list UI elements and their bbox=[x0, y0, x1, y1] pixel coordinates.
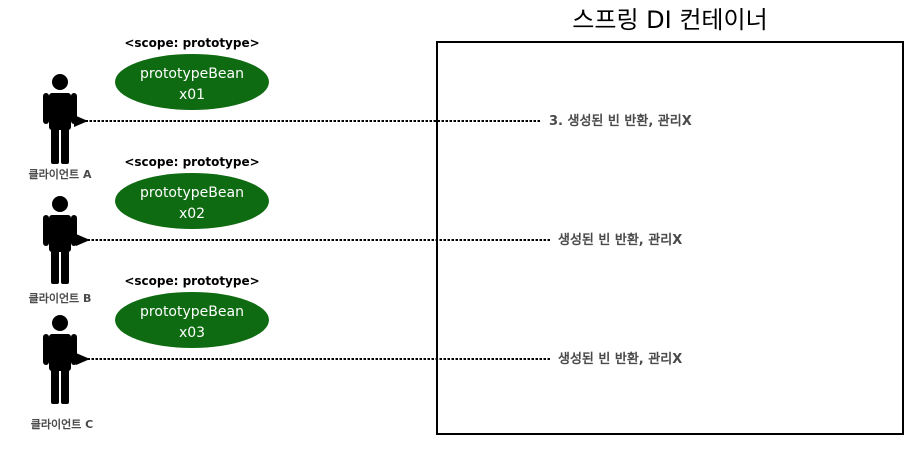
prototype-bean-x01: prototypeBean x01 bbox=[115, 54, 269, 110]
person-icon bbox=[43, 315, 77, 404]
client-row-b: <scope: prototype> prototypeBean x02 클라이… bbox=[29, 155, 683, 305]
bean-id: x01 bbox=[179, 87, 205, 103]
bean-ellipse bbox=[115, 54, 269, 110]
person-icon bbox=[43, 74, 77, 164]
client-label: 클라이언트 C bbox=[31, 417, 94, 431]
scope-label: <scope: prototype> bbox=[124, 155, 259, 169]
prototype-bean-x02: prototypeBean x02 bbox=[115, 173, 269, 229]
scope-label: <scope: prototype> bbox=[124, 36, 259, 50]
spring-container: 스프링 DI 컨테이너 bbox=[436, 6, 904, 435]
prototype-bean-x03: prototypeBean x03 bbox=[115, 292, 269, 348]
client-row-a: <scope: prototype> prototypeBean x01 클라이… bbox=[29, 36, 692, 181]
bean-ellipse bbox=[115, 173, 269, 229]
person-icon bbox=[43, 196, 77, 284]
return-label: 3. 생성된 빈 반환, 관리X bbox=[549, 113, 692, 129]
client-row-c: <scope: prototype> prototypeBean x03 클라이… bbox=[31, 274, 682, 431]
bean-ellipse bbox=[115, 292, 269, 348]
bean-id: x03 bbox=[179, 325, 205, 341]
container-box bbox=[436, 41, 904, 435]
return-label: 생성된 빈 반환, 관리X bbox=[558, 232, 682, 248]
return-label: 생성된 빈 반환, 관리X bbox=[558, 351, 682, 367]
bean-name: prototypeBean bbox=[140, 185, 244, 201]
bean-name: prototypeBean bbox=[140, 304, 244, 320]
client-label: 클라이언트 A bbox=[29, 167, 92, 181]
client-label: 클라이언트 B bbox=[29, 291, 92, 305]
container-title: 스프링 DI 컨테이너 bbox=[572, 6, 767, 34]
bean-name: prototypeBean bbox=[140, 66, 244, 82]
scope-label: <scope: prototype> bbox=[124, 274, 259, 288]
bean-id: x02 bbox=[179, 206, 205, 222]
